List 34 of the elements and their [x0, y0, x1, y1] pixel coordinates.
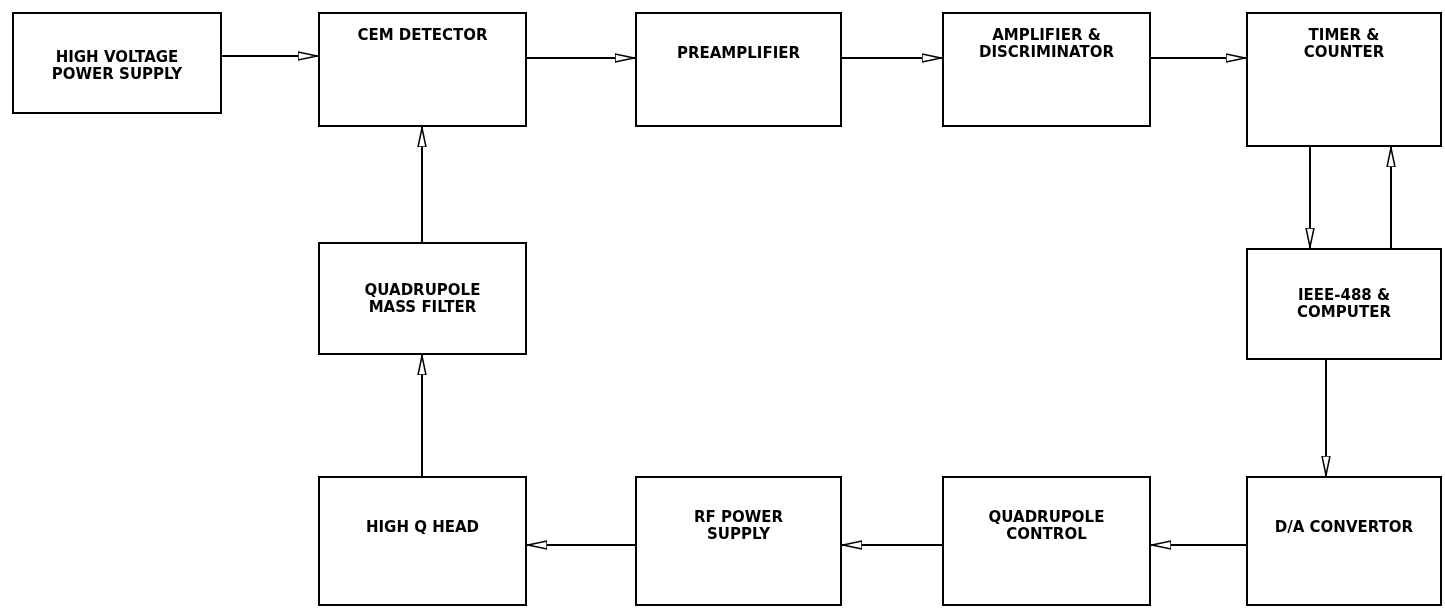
- arrow: [526, 540, 636, 550]
- arrow: [1386, 146, 1396, 249]
- arrow: [1150, 53, 1247, 63]
- arrow: [841, 53, 943, 63]
- arrow: [1305, 146, 1315, 249]
- block-box: [12, 12, 222, 114]
- block-label: PREAMPLIFIER: [675, 45, 802, 62]
- block-label: TIMER & COUNTER: [1302, 27, 1386, 61]
- block-label: AMPLIFIER & DISCRIMINATOR: [978, 27, 1115, 61]
- arrow: [1321, 359, 1331, 477]
- block-label: CEM DETECTOR: [356, 27, 489, 44]
- arrow: [417, 354, 427, 477]
- block-label: HIGH VOLTAGE POWER SUPPLY: [50, 49, 184, 83]
- block-box: [635, 476, 842, 606]
- block-label: RF POWER SUPPLY: [692, 509, 785, 543]
- arrow: [1150, 540, 1247, 550]
- block-box: [942, 476, 1151, 606]
- arrow: [526, 53, 636, 63]
- block-label: D/A CONVERTOR: [1273, 519, 1415, 536]
- block-box: [635, 12, 842, 127]
- block-label: IEEE-488 & COMPUTER: [1296, 287, 1392, 321]
- block-label: HIGH Q HEAD: [364, 519, 481, 536]
- block-box: [318, 476, 527, 606]
- block-box: [1246, 248, 1442, 360]
- arrow: [221, 51, 319, 61]
- block-label: QUADRUPOLE MASS FILTER: [363, 282, 482, 316]
- arrow: [417, 126, 427, 243]
- block-box: [942, 12, 1151, 127]
- block-box: [318, 242, 527, 355]
- arrow: [841, 540, 943, 550]
- block-label: QUADRUPOLE CONTROL: [987, 509, 1106, 543]
- block-box: [1246, 476, 1442, 606]
- block-box: [318, 12, 527, 127]
- block-box: [1246, 12, 1442, 147]
